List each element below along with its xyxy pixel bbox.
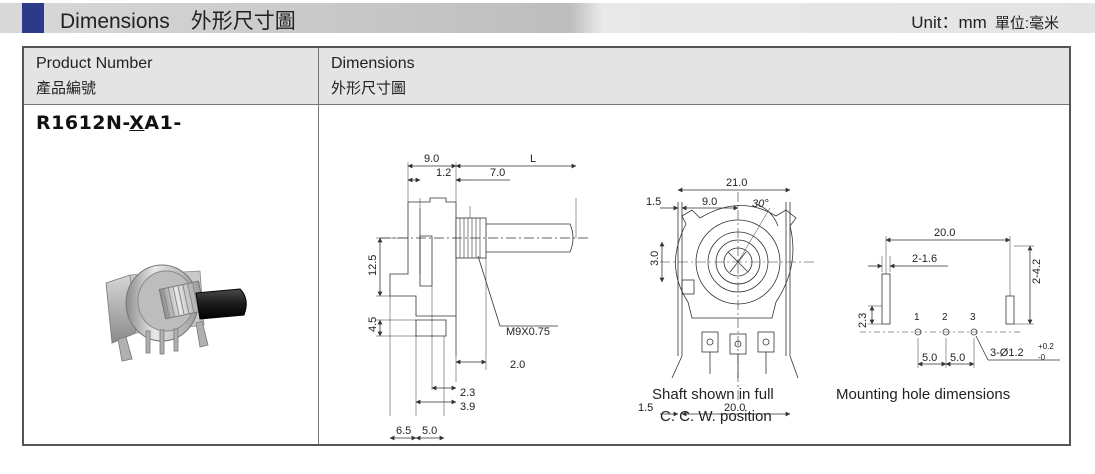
header-band [0, 3, 1095, 33]
unit-zh: 單位:毫米 [994, 15, 1059, 32]
side-view: 9.0 L 1.2 7.0 12.5 M9X0.75 2.0 4.5 2.3 3… [367, 153, 590, 441]
dim-front-1-5-top: 1.5 [646, 196, 661, 208]
column-divider [318, 104, 319, 444]
dim-hole-5-0-b: 5.0 [950, 352, 965, 364]
dim-side-L: L [530, 153, 536, 165]
dim-side-6-5: 6.5 [396, 425, 411, 437]
product-number-suffix: A1- [144, 112, 182, 134]
dim-hole-2-3: 2.3 [857, 313, 869, 328]
dim-hole-5-0-a: 5.0 [922, 352, 937, 364]
front-view-caption-line1: Shaft shown in full [652, 386, 774, 403]
dim-side-2-0: 2.0 [510, 359, 525, 371]
dimension-drawings: 9.0 L 1.2 7.0 12.5 M9X0.75 2.0 4.5 2.3 3… [367, 153, 1060, 441]
hole-view-caption: Mounting hole dimensions [836, 386, 1011, 403]
front-view: 21.0 1.5 9.0 30° 3.0 1.5 20.0 [638, 177, 816, 417]
column-header-dimensions-zh: 外形尺寸圖 [331, 80, 407, 97]
column-header-product-number-zh: 產品編號 [36, 80, 97, 97]
header-accent-block [22, 3, 44, 33]
hole-view: 20.0 2-1.6 2-4.2 2.3 1 2 3 5.0 5.0 3-Ø1.… [857, 227, 1060, 368]
dim-hole-2-4-2: 2-4.2 [1031, 259, 1043, 284]
dim-side-3-9: 3.9 [460, 401, 475, 413]
unit-label: Unit：mm 單位:毫米 [911, 8, 1059, 33]
dim-front-20-0: 20.0 [724, 402, 745, 414]
potentiometer-photo [105, 264, 247, 362]
dim-hole-diameter: 3-Ø1.2 [990, 347, 1024, 359]
dim-side-9: 9.0 [424, 153, 439, 165]
dim-front-21-0: 21.0 [726, 177, 747, 189]
product-number-prefix: R1612N- [36, 112, 130, 134]
dim-front-30-deg: 30° [752, 198, 769, 210]
section-title: Dimensions 外形尺寸圖 [60, 10, 296, 33]
dim-side-5-0: 5.0 [422, 425, 437, 437]
dim-side-2-3: 2.3 [460, 387, 475, 399]
dim-front-9-0: 9.0 [702, 196, 717, 208]
dim-front-1-5-bottom: 1.5 [638, 402, 653, 414]
dim-side-1-2: 1.2 [436, 167, 451, 179]
section-header: Dimensions 外形尺寸圖 Unit：mm 單位:毫米 [0, 0, 1095, 36]
hole-label-2: 2 [942, 312, 948, 323]
dim-front-3-0: 3.0 [649, 251, 661, 266]
dim-side-7-0: 7.0 [490, 167, 505, 179]
dimensions-table: Product Number 產品編號 Dimensions 外形尺寸圖 R16… [22, 46, 1071, 446]
product-number: R1612N-XA1- [36, 112, 182, 134]
hole-label-1: 1 [914, 312, 920, 323]
column-header-product-number: Product Number 產品編號 [24, 48, 319, 105]
column-header-dimensions-en: Dimensions [331, 55, 415, 72]
dim-hole-tol-minus: -0 [1038, 353, 1046, 362]
column-header-product-number-en: Product Number [36, 55, 153, 72]
hole-label-3: 3 [970, 312, 976, 323]
unit-en: Unit：mm [911, 13, 987, 32]
front-view-caption-line2: C. C. W. position [660, 408, 772, 425]
dim-side-m9-thread: M9X0.75 [506, 326, 550, 338]
dim-hole-tol-plus: +0.2 [1038, 342, 1054, 351]
column-header-dimensions: Dimensions 外形尺寸圖 [319, 48, 1069, 105]
dim-side-12-5: 12.5 [367, 255, 379, 276]
dim-hole-2-1-6: 2-1.6 [912, 253, 937, 265]
product-number-variable: X [129, 112, 145, 134]
dim-hole-20-0: 20.0 [934, 227, 955, 239]
dim-side-4-5: 4.5 [367, 317, 379, 332]
